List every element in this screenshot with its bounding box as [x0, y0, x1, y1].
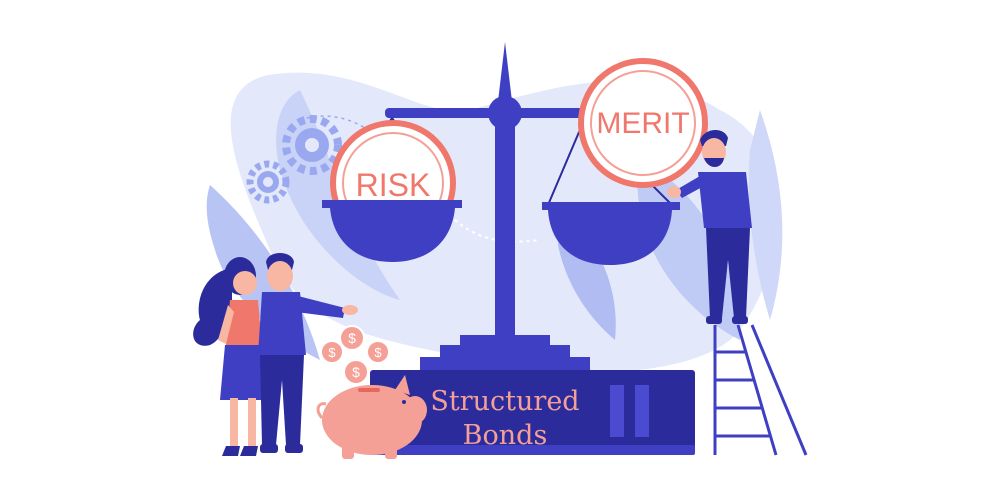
woman-figure: [193, 257, 268, 456]
structured-bonds-book: Structured Bonds: [370, 370, 695, 455]
coin-icon: $: [343, 359, 369, 385]
merit-weight: MERIT: [578, 58, 708, 188]
book-title-line2: Bonds: [463, 420, 548, 451]
svg-text:$: $: [374, 345, 382, 360]
dotted-path: [439, 204, 541, 243]
coin-icon: $: [366, 340, 390, 364]
man-figure: [258, 253, 358, 453]
man-on-ladder-figure: [667, 129, 752, 324]
scale-icon: RISK MERIT: [322, 42, 708, 371]
coin-icon: $: [339, 325, 365, 351]
risk-label: RISK: [356, 167, 431, 203]
svg-text:$: $: [328, 345, 336, 360]
left-pan: [330, 208, 455, 262]
svg-text:$: $: [352, 364, 360, 380]
gear-icon: [246, 160, 290, 204]
merit-label: MERIT: [596, 107, 689, 140]
coin-icon: $: [320, 340, 344, 364]
coins: $ $ $ $: [320, 325, 390, 385]
svg-text:$: $: [348, 330, 356, 346]
book-title-line1: Structured: [430, 386, 579, 417]
ladder-icon: [713, 324, 808, 456]
right-pan: [548, 210, 672, 265]
piggy-bank-icon: [316, 375, 427, 459]
gear-icon: [282, 115, 342, 175]
